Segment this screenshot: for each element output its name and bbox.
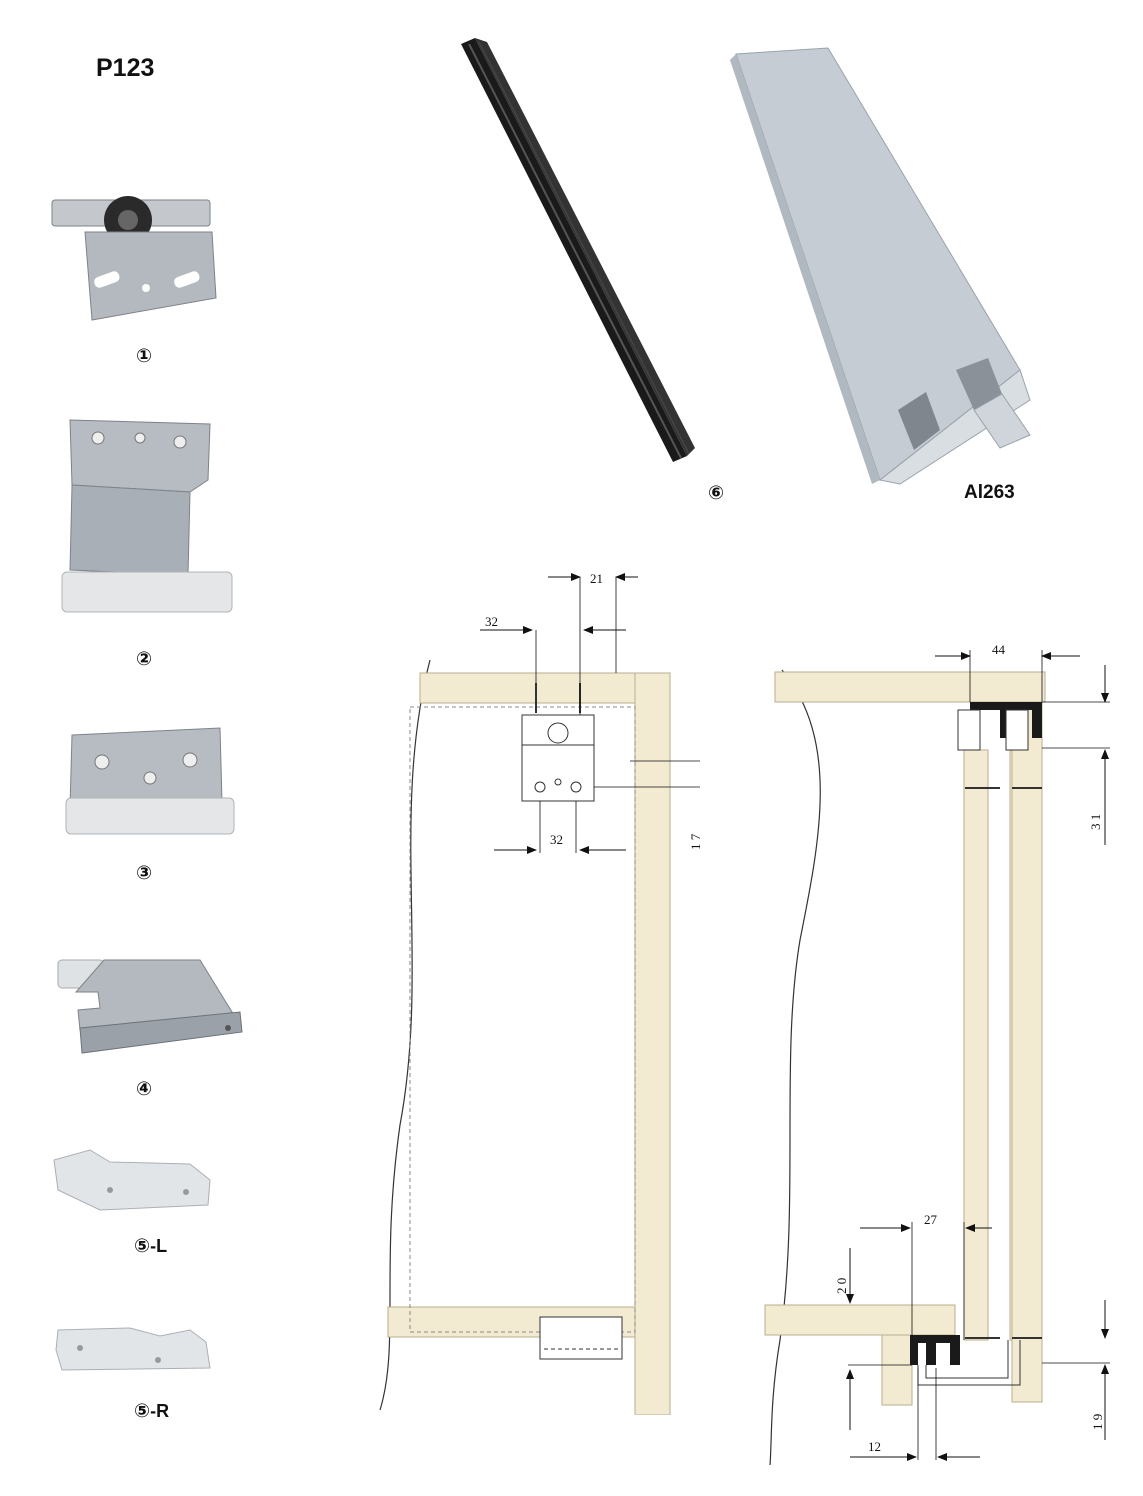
part-3-label: ③ xyxy=(136,862,153,884)
product-code: P123 xyxy=(96,54,155,82)
profile-model-label: Al263 xyxy=(964,482,1015,503)
part-2-guide-bracket-image xyxy=(61,419,233,613)
part-5r-number: ⑤ xyxy=(134,1400,151,1422)
part-5l-label: ⑤-L xyxy=(134,1235,167,1257)
dim-27-label: 27 xyxy=(924,1212,938,1227)
part-2-label: ② xyxy=(136,648,153,670)
part-6-label: ⑥ xyxy=(708,482,725,504)
dim-31-label: 3 1 xyxy=(1088,814,1103,830)
part-5r-suffix: -R xyxy=(150,1401,170,1421)
dim-17-label: 1 7 xyxy=(688,833,700,850)
aluminium-profile-image xyxy=(730,47,1031,485)
part-3-guide-bracket-image xyxy=(65,727,235,835)
part-1-label: ① xyxy=(136,345,153,367)
part-4-label: ④ xyxy=(136,1078,153,1100)
part-5r-guide-image xyxy=(55,1327,211,1371)
part-5l-number: ⑤ xyxy=(134,1235,151,1257)
dim-12-label: 12 xyxy=(868,1439,881,1454)
dim-44-label: 44 xyxy=(992,642,1006,657)
dim-32-bottom-label: 32 xyxy=(550,832,563,847)
part-4-stop-bracket-image xyxy=(57,959,243,1054)
front-assembly-drawing: 21 32 32 1 7 xyxy=(379,571,700,1415)
dim-21-label: 21 xyxy=(590,571,603,586)
parts-photos xyxy=(51,196,243,1371)
part-1-roller-image xyxy=(51,196,217,321)
dim-32-top-label: 32 xyxy=(485,614,498,629)
dim-19-label: 1 9 xyxy=(1090,1414,1105,1430)
dim-20-label: 2 0 xyxy=(834,1278,849,1294)
cross-section-drawing: 44 3 1 27 2 0 12 1 9 xyxy=(764,642,1110,1466)
part-5l-suffix: -L xyxy=(150,1236,168,1256)
part-5l-guide-image xyxy=(53,1149,211,1211)
part-6-black-rail-image xyxy=(461,38,695,462)
part-5r-label: ⑤-R xyxy=(134,1400,169,1422)
